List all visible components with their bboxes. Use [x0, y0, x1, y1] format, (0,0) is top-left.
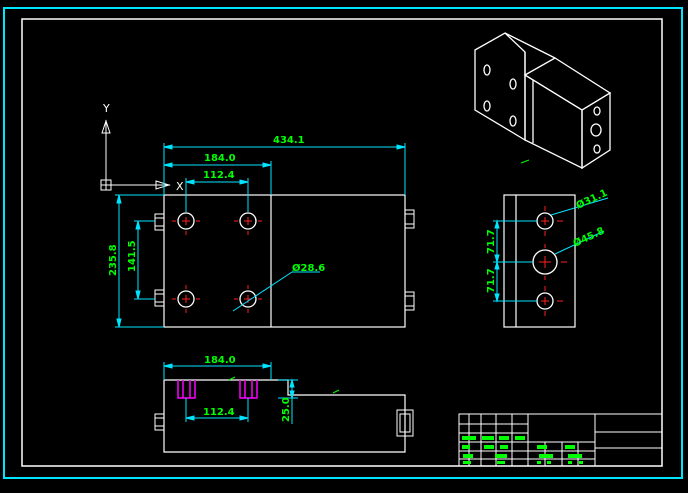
dim-side-top-hole-leader[interactable]	[550, 197, 609, 216]
front-view-outline[interactable]	[163, 194, 406, 328]
dim-bottom-hole-spacing[interactable]	[185, 398, 249, 422]
side-view-outline[interactable]	[503, 194, 576, 328]
outer-sheet-frame	[3, 7, 683, 479]
ucs-axis-icon	[100, 119, 171, 191]
dim-hole-spacing[interactable]	[185, 178, 249, 212]
dim-side-upper-label: 71.7	[486, 229, 497, 254]
ucs-y-label: Y	[102, 102, 110, 115]
inner-drawing-frame	[21, 18, 663, 467]
dim-hole-spacing-label: 112.4	[203, 170, 235, 181]
front-hole-bottom-right[interactable]	[234, 285, 262, 313]
title-block-fields	[462, 436, 583, 464]
bottom-pocket-left	[177, 380, 196, 399]
side-view[interactable]: 71.7 71.7 Ø31.1 Ø45.8	[486, 187, 609, 328]
front-right-bolt-top	[404, 209, 415, 229]
dim-side-center-hole-leader[interactable]	[554, 230, 605, 255]
front-right-bolt-bottom	[404, 291, 415, 311]
bottom-view[interactable]: 184.0 112.4 25.0	[154, 355, 414, 453]
dim-bottom-hole-offset[interactable]	[163, 362, 272, 380]
dim-bottom-hole-offset-label: 184.0	[204, 355, 236, 366]
bottom-left-bolt	[154, 413, 165, 431]
front-left-bolt-top	[154, 213, 165, 231]
dim-hole-offset-label: 184.0	[204, 153, 236, 164]
dim-side-center-hole-label: Ø45.8	[571, 225, 606, 250]
isometric-block-icon[interactable]	[474, 32, 612, 170]
bottom-pocket-right	[239, 380, 258, 399]
dim-side-lower-label: 71.7	[486, 268, 497, 293]
front-left-bolt-bottom	[154, 289, 165, 307]
dim-pocket-depth[interactable]	[278, 378, 298, 424]
bottom-right-bolt	[396, 409, 414, 437]
dim-bottom-hole-spacing-label: 112.4	[203, 407, 235, 418]
dim-overall-width-label: 434.1	[273, 135, 305, 146]
dim-overall-height[interactable]	[115, 194, 164, 328]
dim-side-spacing[interactable]	[493, 219, 537, 303]
dim-hole-vertical-spacing[interactable]	[134, 220, 155, 300]
front-hole-bottom-left[interactable]	[172, 285, 200, 313]
dim-overall-width[interactable]	[163, 143, 406, 195]
dim-hole-vertical-spacing-label: 141.5	[127, 240, 138, 272]
marker-glyphs	[228, 159, 530, 394]
dim-hole-offset[interactable]	[163, 161, 272, 195]
front-view[interactable]: 434.1 184.0 112.4 235.8 141.5	[108, 135, 415, 328]
title-block[interactable]	[458, 413, 663, 467]
dim-hole-diameter-label: Ø28.6	[292, 262, 325, 274]
dim-side-top-hole-label: Ø31.1	[574, 187, 609, 212]
dim-pocket-depth-label: 25.0	[281, 397, 292, 422]
dim-hole-diameter-leader[interactable]	[232, 271, 320, 312]
dim-overall-height-label: 235.8	[108, 244, 119, 276]
ucs-x-label: X	[176, 180, 184, 193]
